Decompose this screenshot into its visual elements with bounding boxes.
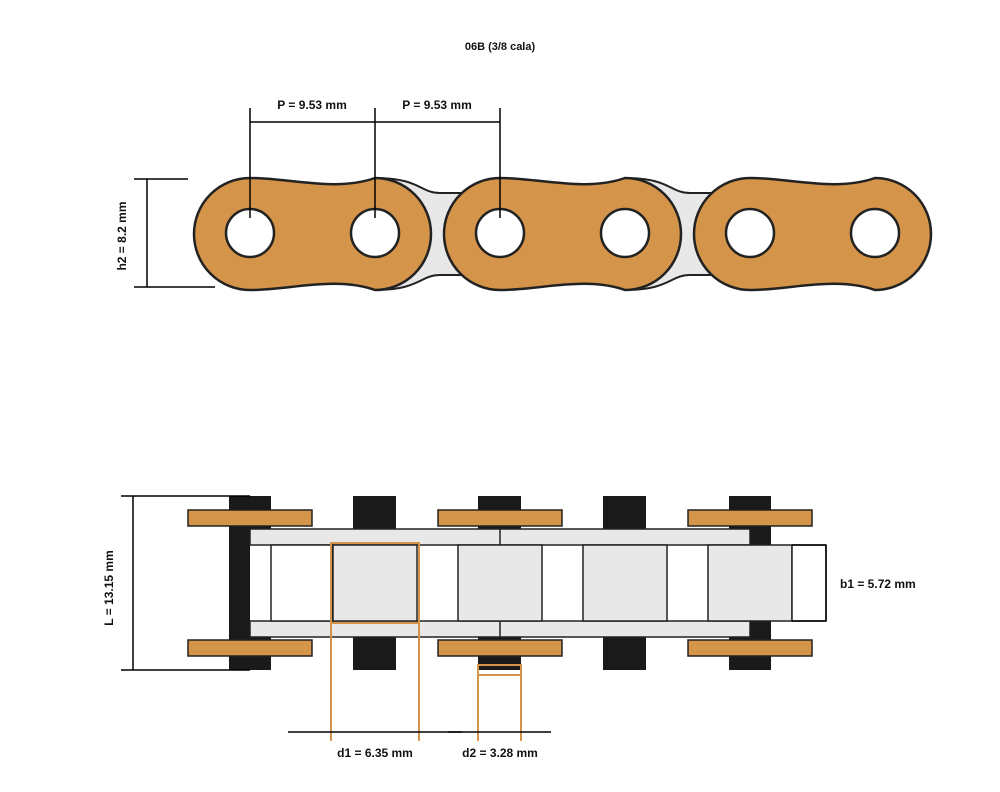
pin-diameter-label: d2 = 3.28 mm [462,746,538,760]
roller-diameter-dimension [330,542,420,741]
roller [707,544,793,622]
pitch-dimension [249,108,501,218]
outer-plate-side [687,639,813,657]
bushing [270,544,333,622]
pin-hole [599,207,651,259]
diagram-title: 06B (3/8 cala) [465,41,536,53]
outer-plate-2 [442,176,683,292]
outer-plate-3 [692,176,933,292]
outer-plate-side [187,639,313,657]
length-label: L = 13.15 mm [102,550,116,626]
roller [332,544,418,622]
pitch-label-1: P = 9.53 mm [277,98,347,112]
pin-hole [849,207,901,259]
roller-diameter-label: d1 = 6.35 mm [337,746,413,760]
height-label: h2 = 8.2 mm [115,201,129,270]
pin-diameter-dimension [477,664,522,741]
pitch-label-2: P = 9.53 mm [402,98,472,112]
chain-side-view: L = 13.15 mm b1 = 5.72 mm d1 = 6.35 mm d… [102,495,916,760]
outer-plate-side [687,509,813,527]
height-dimension [134,178,215,288]
roller [457,544,543,622]
roller [582,544,668,622]
outer-plate-side [437,509,563,527]
chain-top-view: P = 9.53 mm P = 9.53 mm h2 = 8.2 mm [115,98,933,292]
inner-width-label: b1 = 5.72 mm [840,577,916,591]
outer-plate-side [437,639,563,657]
outer-plate-side [187,509,313,527]
inner-width-dimension [792,544,827,622]
length-dimension [121,495,250,671]
pin-hole [724,207,776,259]
roller [791,544,827,622]
